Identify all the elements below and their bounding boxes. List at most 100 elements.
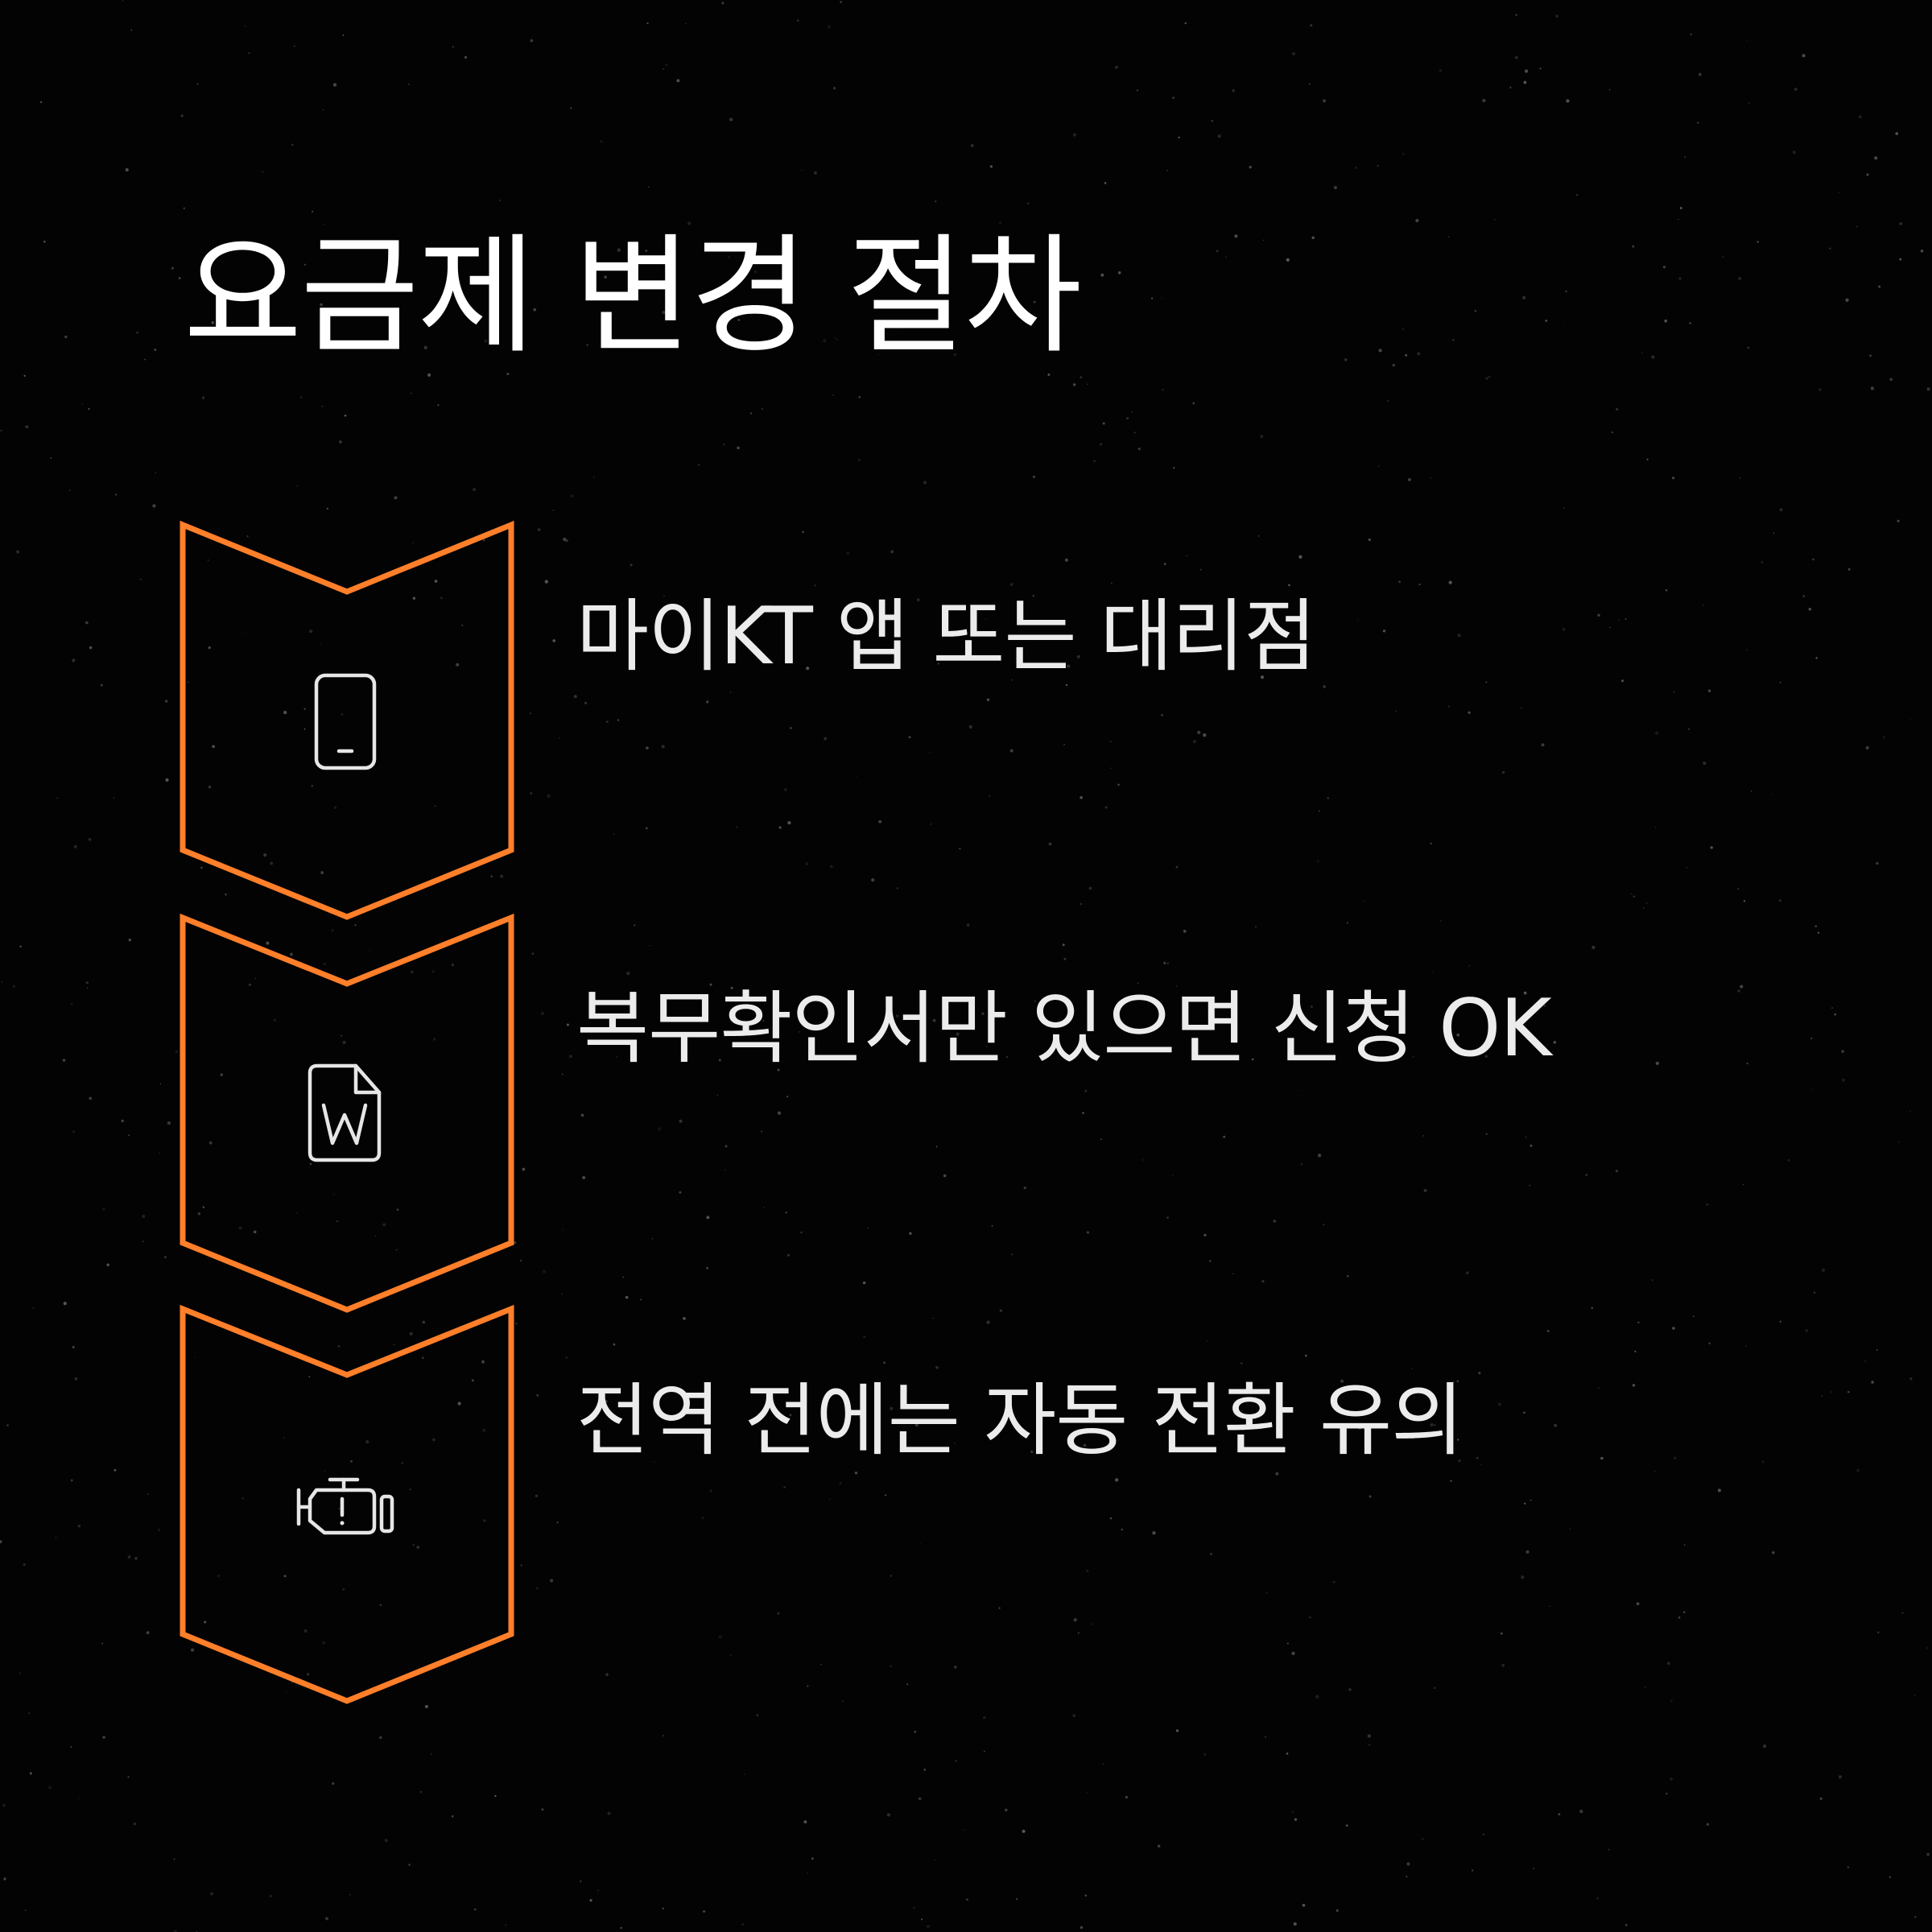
star-speck: [802, 530, 804, 534]
star-speck: [613, 833, 615, 836]
star-speck: [1678, 1616, 1681, 1619]
star-speck: [1377, 465, 1380, 468]
star-speck: [620, 1926, 622, 1930]
star-speck: [1895, 132, 1899, 135]
star-speck: [1549, 1605, 1550, 1607]
star-speck: [187, 681, 189, 683]
star-speck: [653, 1461, 655, 1463]
star-speck: [327, 849, 328, 852]
star-speck: [1310, 1005, 1313, 1009]
star-speck: [1016, 1898, 1018, 1901]
star-speck: [1515, 14, 1517, 16]
star-speck: [834, 336, 836, 339]
star-speck: [959, 848, 961, 850]
star-speck: [1033, 475, 1035, 478]
star-speck: [303, 728, 306, 730]
star-speck: [1621, 679, 1624, 683]
star-speck: [1845, 298, 1849, 302]
star-speck: [784, 788, 787, 791]
star-speck: [412, 1543, 415, 1546]
star-speck: [730, 1654, 732, 1656]
star-speck: [954, 1666, 957, 1669]
star-speck: [927, 1925, 930, 1928]
star-speck: [1562, 628, 1566, 631]
star-speck: [1088, 886, 1092, 890]
star-speck: [1110, 741, 1112, 742]
star-speck: [536, 1393, 539, 1397]
star-speck: [81, 402, 84, 405]
star-speck: [401, 1462, 404, 1464]
star-speck: [1224, 256, 1227, 258]
star-speck: [88, 838, 92, 841]
star-speck: [615, 1055, 618, 1059]
star-speck: [1722, 255, 1724, 258]
star-speck: [1737, 888, 1740, 890]
star-speck: [421, 1356, 424, 1360]
star-speck: [1831, 1391, 1833, 1393]
star-speck: [1754, 991, 1756, 993]
star-speck: [1474, 309, 1477, 312]
star-speck: [783, 1486, 786, 1488]
star-speck: [744, 1773, 745, 1775]
star-speck: [72, 1346, 75, 1348]
star-speck: [1115, 1478, 1119, 1482]
star-speck: [431, 969, 436, 973]
star-speck: [1539, 68, 1542, 70]
star-speck: [1192, 402, 1195, 405]
star-speck: [155, 472, 157, 474]
star-speck: [1344, 358, 1348, 361]
star-speck: [1173, 1406, 1177, 1410]
star-speck: [1368, 1744, 1370, 1746]
star-speck: [419, 1790, 423, 1794]
star-speck: [379, 1736, 382, 1740]
star-speck: [200, 866, 203, 869]
star-speck: [1402, 328, 1404, 330]
star-speck: [956, 1032, 960, 1036]
star-speck: [1805, 1329, 1809, 1332]
star-speck: [890, 1406, 894, 1410]
star-speck: [1745, 1345, 1747, 1348]
star-speck: [1842, 1078, 1846, 1082]
star-speck: [1456, 1380, 1459, 1383]
star-speck: [24, 1909, 27, 1911]
star-speck: [1690, 33, 1692, 36]
star-speck: [1009, 583, 1013, 586]
star-speck: [556, 1521, 559, 1524]
star-speck: [266, 941, 270, 945]
star-speck: [338, 1508, 341, 1510]
star-speck: [1062, 943, 1065, 947]
star-speck: [1166, 1216, 1169, 1219]
star-speck: [852, 1000, 854, 1002]
star-speck: [1747, 346, 1749, 349]
star-speck: [393, 1344, 395, 1346]
star-speck: [1439, 68, 1442, 72]
star-speck: [283, 710, 287, 715]
star-speck: [1546, 1330, 1550, 1332]
star-speck: [396, 1208, 399, 1212]
star-speck: [914, 1423, 919, 1427]
star-speck: [1315, 1695, 1319, 1699]
star-speck: [1847, 1390, 1850, 1393]
star-speck: [1773, 532, 1775, 534]
star-speck: [701, 1516, 704, 1520]
star-speck: [1395, 710, 1397, 712]
star-speck: [1509, 86, 1512, 89]
star-speck: [1889, 378, 1893, 382]
star-speck: [1926, 1646, 1928, 1649]
star-speck: [1869, 354, 1872, 357]
star-speck: [506, 372, 510, 376]
star-speck: [625, 1295, 629, 1299]
star-speck: [1292, 52, 1295, 56]
star-speck: [1585, 1174, 1588, 1177]
star-speck: [1172, 96, 1175, 100]
step-1-chevron: [180, 520, 514, 920]
star-speck: [1063, 957, 1067, 960]
star-speck: [424, 1705, 428, 1708]
star-speck: [1022, 1829, 1026, 1833]
star-speck: [541, 1808, 544, 1811]
star-speck: [437, 404, 440, 407]
star-speck: [194, 1356, 196, 1358]
star-speck: [1166, 962, 1170, 965]
star-speck: [1608, 89, 1611, 91]
star-speck: [741, 1923, 744, 1926]
